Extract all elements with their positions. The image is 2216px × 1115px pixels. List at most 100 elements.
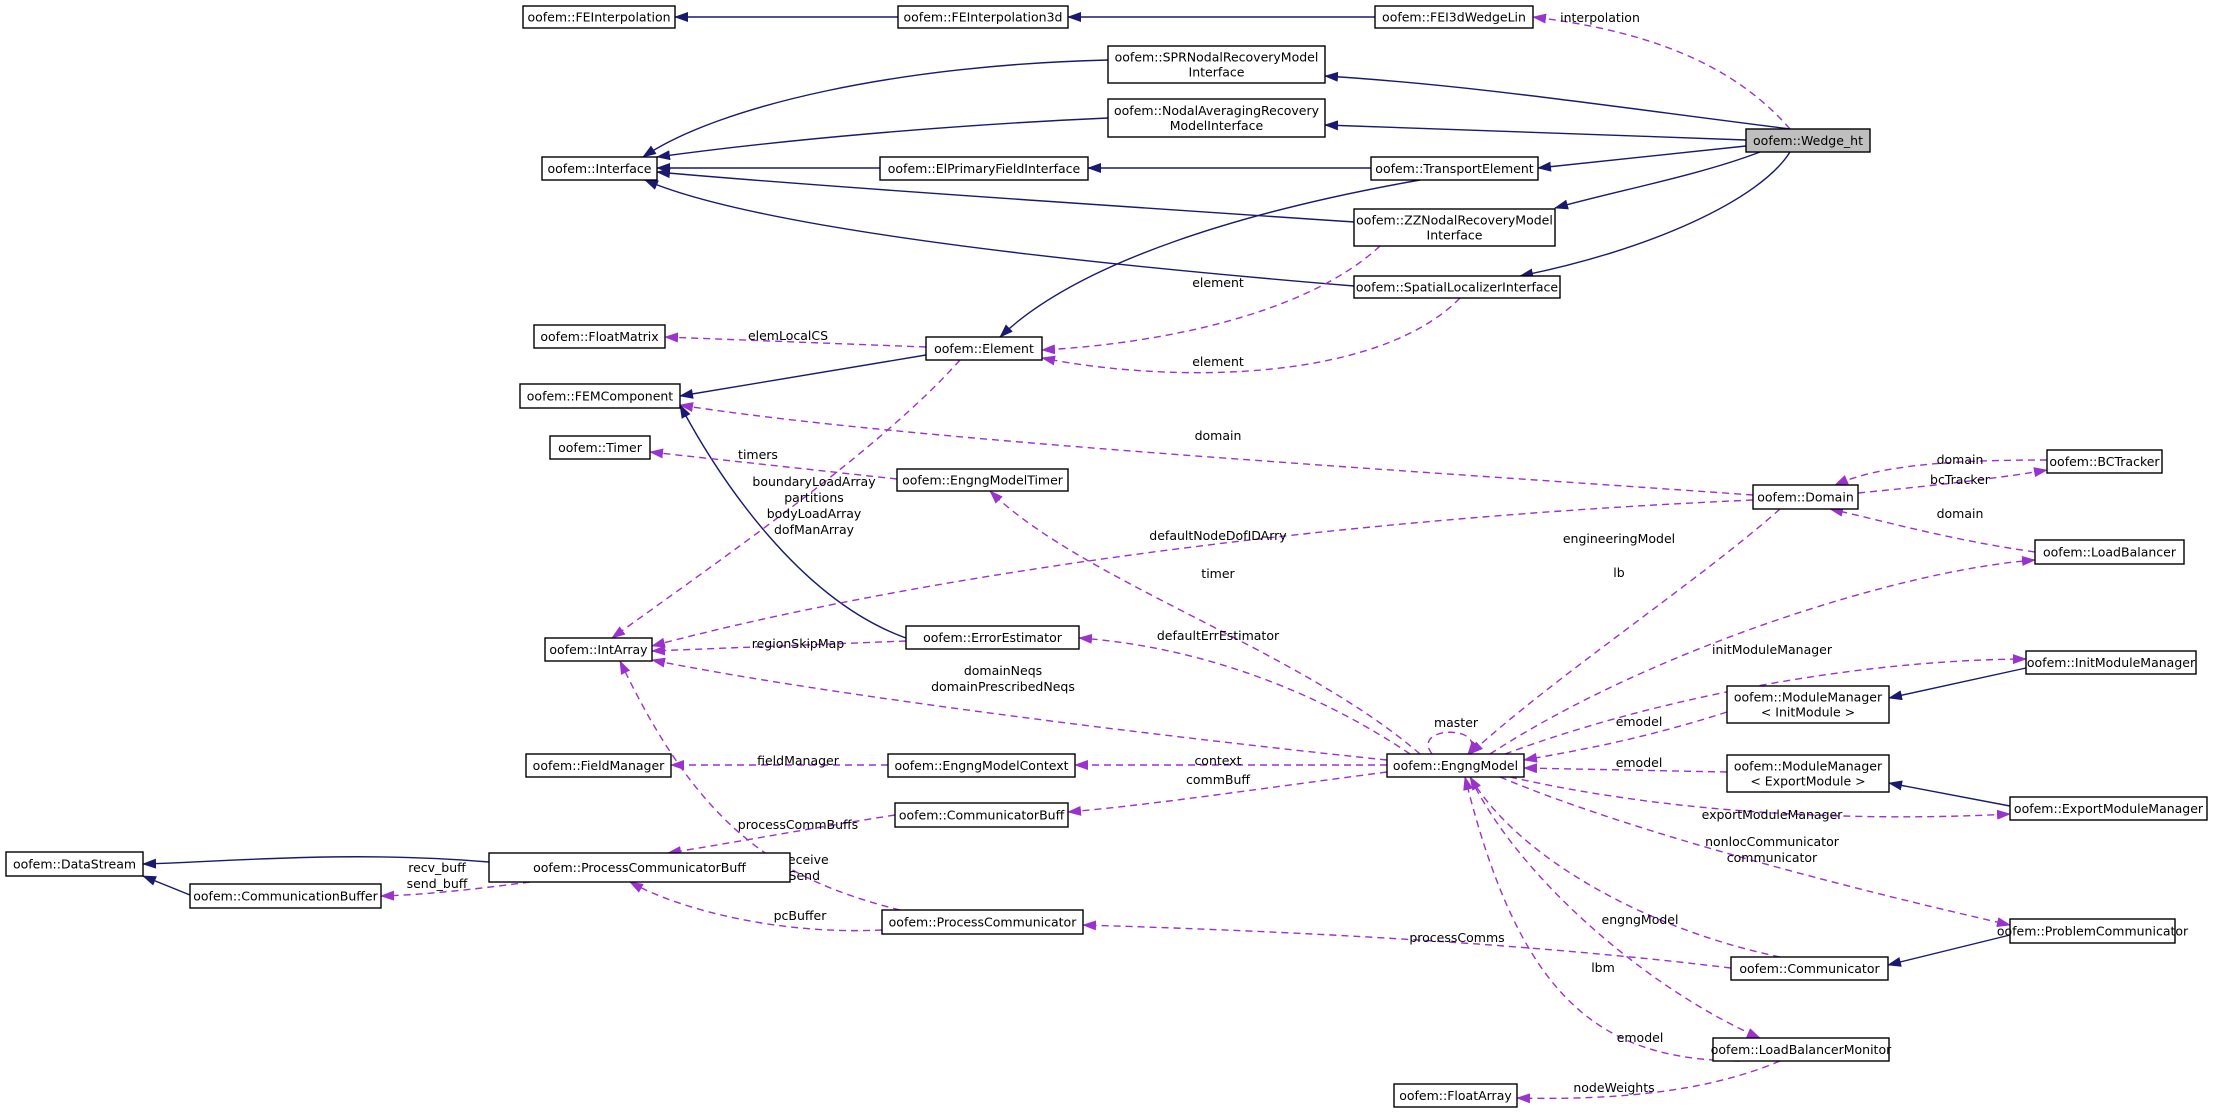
class-box [189, 883, 382, 909]
class-node-femcomponent[interactable]: oofem::FEMComponent [519, 383, 681, 409]
class-box [488, 852, 791, 883]
class-name-line: oofem::InitModuleManager [2027, 655, 2196, 670]
class-box [1386, 753, 1525, 778]
class-node-engngmodelcontext[interactable]: oofem::EngngModelContext [887, 753, 1076, 778]
class-name-line: oofem::LoadBalancerMonitor [1711, 1042, 1892, 1057]
edge-label: send_buff [407, 876, 468, 891]
class-node-engngmodel[interactable]: oofem::EngngModel [1386, 753, 1525, 778]
edge-problemcommunicator-to-communicator [1887, 934, 2011, 967]
edge-spatialloc-to-element [1041, 297, 1461, 374]
edge-mminit-to-engngmodel [1523, 711, 1728, 763]
class-name-line: oofem::BCTracker [2049, 454, 2160, 469]
edge-zz-to-interface [656, 168, 1355, 223]
class-node-nodalavg[interactable]: oofem::NodalAveragingRecoveryModelInterf… [1107, 98, 1326, 138]
class-node-floatmatrix[interactable]: oofem::FloatMatrix [533, 324, 666, 349]
edge-spatialloc-to-interface [644, 179, 1355, 287]
edge-exportmodulemanager-to-mmexport [1888, 780, 2011, 807]
edge-wedge-ht-to-nodalavg [1324, 120, 1747, 141]
class-name-line: oofem::EngngModelContext [894, 758, 1068, 773]
class-node-communicator[interactable]: oofem::Communicator [1730, 956, 1889, 981]
class-name-line: oofem::EngngModel [1393, 758, 1518, 773]
class-node-element[interactable]: oofem::Element [925, 336, 1043, 361]
class-node-domain[interactable]: oofem::Domain [1752, 484, 1859, 510]
class-node-processcommunicator[interactable]: oofem::ProcessCommunicator [881, 909, 1084, 935]
edge-zz-to-element [1041, 245, 1381, 355]
edge-initmodulemanager-to-mminit [1888, 667, 2027, 701]
edge-label: nodeWeights [1573, 1080, 1654, 1095]
edge-engngmodel-to-engngmodeltimer [989, 490, 1421, 755]
class-node-fei3dwedgelin[interactable]: oofem::FEI3dWedgeLin [1374, 5, 1534, 29]
class-node-elprimary[interactable]: oofem::ElPrimaryFieldInterface [879, 156, 1089, 181]
class-box [881, 909, 1084, 935]
class-name-line: oofem::Wedge_ht [1753, 133, 1863, 148]
class-node-engngmodeltimer[interactable]: oofem::EngngModelTimer [896, 468, 1069, 492]
class-node-fieldmanager[interactable]: oofem::FieldManager [525, 753, 672, 778]
class-box [2009, 918, 2176, 944]
class-node-feinterpolation3d[interactable]: oofem::FEInterpolation3d [897, 5, 1069, 29]
class-node-exportmodulemanager[interactable]: oofem::ExportModuleManager [2009, 796, 2208, 821]
class-node-loadbalancer[interactable]: oofem::LoadBalancer [2034, 539, 2185, 565]
edge-label: defaultErrEstimator [1157, 628, 1280, 643]
class-node-intarray[interactable]: oofem::IntArray [544, 637, 653, 662]
edge-label: processComms [1409, 930, 1504, 945]
edge-label: processCommBuffs [738, 817, 858, 832]
class-node-communicatorbuff[interactable]: oofem::CommunicatorBuff [894, 802, 1069, 828]
class-box [519, 383, 681, 409]
edge-label: dofManArray [774, 522, 855, 537]
class-box [879, 156, 1089, 181]
edge-wedge-ht-to-transportelement [1537, 145, 1747, 172]
class-node-problemcommunicator[interactable]: oofem::ProblemCommunicator [1997, 918, 2189, 944]
edge-label: element [1192, 354, 1244, 369]
class-name-line: oofem::ModuleManager [1734, 759, 1883, 774]
class-box [905, 625, 1080, 650]
edge-label: emodel [1616, 755, 1663, 770]
class-name-line: oofem::FloatMatrix [540, 329, 658, 344]
class-node-initmodulemanager[interactable]: oofem::InitModuleManager [2025, 650, 2197, 675]
class-node-wedge-ht[interactable]: oofem::Wedge_ht [1745, 128, 1871, 153]
edge-errorestimator-to-femcomponent [679, 404, 907, 639]
class-box [896, 468, 1069, 492]
edge-label: boundaryLoadArray [752, 474, 876, 489]
edge-bctracker-to-domain [1834, 459, 2048, 486]
class-node-feinterpolation[interactable]: oofem::FEInterpolation [522, 5, 676, 29]
class-box [1353, 208, 1556, 247]
class-node-datastream[interactable]: oofem::DataStream [5, 851, 144, 877]
edge-element-to-floatmatrix [664, 332, 927, 348]
class-node-loadbalancermonitor[interactable]: oofem::LoadBalancerMonitor [1711, 1037, 1892, 1062]
class-box [897, 5, 1069, 29]
class-name-line: oofem::EngngModelTimer [902, 473, 1064, 488]
nodes-layer: oofem::FEInterpolation oofem::FEInterpola… [5, 5, 2208, 1108]
class-node-timer[interactable]: oofem::Timer [549, 435, 651, 460]
class-name-line: oofem::FieldManager [533, 758, 665, 773]
class-box [887, 753, 1076, 778]
class-name-line: oofem::ProcessCommunicatorBuff [533, 860, 746, 875]
class-node-transportelement[interactable]: oofem::TransportElement [1370, 156, 1539, 181]
class-node-bctracker[interactable]: oofem::BCTracker [2046, 449, 2163, 474]
class-node-mminit[interactable]: oofem::ModuleManager< InitModule > [1726, 685, 1890, 724]
class-node-processcommbuff[interactable]: oofem::ProcessCommunicatorBuff [488, 852, 791, 883]
class-box [1393, 1083, 1518, 1108]
class-name-line: oofem::Timer [558, 440, 643, 455]
edge-wedge-ht-to-spr [1324, 71, 1791, 130]
class-node-communicationbuffer[interactable]: oofem::CommunicationBuffer [189, 883, 382, 909]
edge-mmexport-to-engngmodel [1523, 763, 1728, 774]
class-node-mmexport[interactable]: oofem::ModuleManager< ExportModule > [1726, 754, 1890, 793]
edge-label: context [1194, 753, 1241, 768]
class-name-line: ModelInterface [1170, 118, 1264, 133]
class-name-line: oofem::ProcessCommunicator [889, 915, 1078, 930]
class-node-interface[interactable]: oofem::Interface [541, 156, 658, 181]
edge-engngmodel-to-errorestimator [1078, 633, 1411, 755]
class-box [522, 5, 676, 29]
class-box [1726, 754, 1890, 793]
edge-errorestimator-to-intarray [651, 640, 907, 656]
edge-loadbalancermonitor-to-engngmodel [1463, 776, 1741, 1062]
edge-engngmodel-to-problemcommunicator [1499, 776, 2011, 927]
class-node-floatarray[interactable]: oofem::FloatArray [1393, 1083, 1518, 1108]
class-node-spatialloc[interactable]: oofem::SpatialLocalizerInterface [1353, 275, 1561, 299]
edge-label: exportModuleManager [1702, 807, 1844, 822]
class-box [2009, 796, 2208, 821]
class-node-errorestimator[interactable]: oofem::ErrorEstimator [905, 625, 1080, 650]
